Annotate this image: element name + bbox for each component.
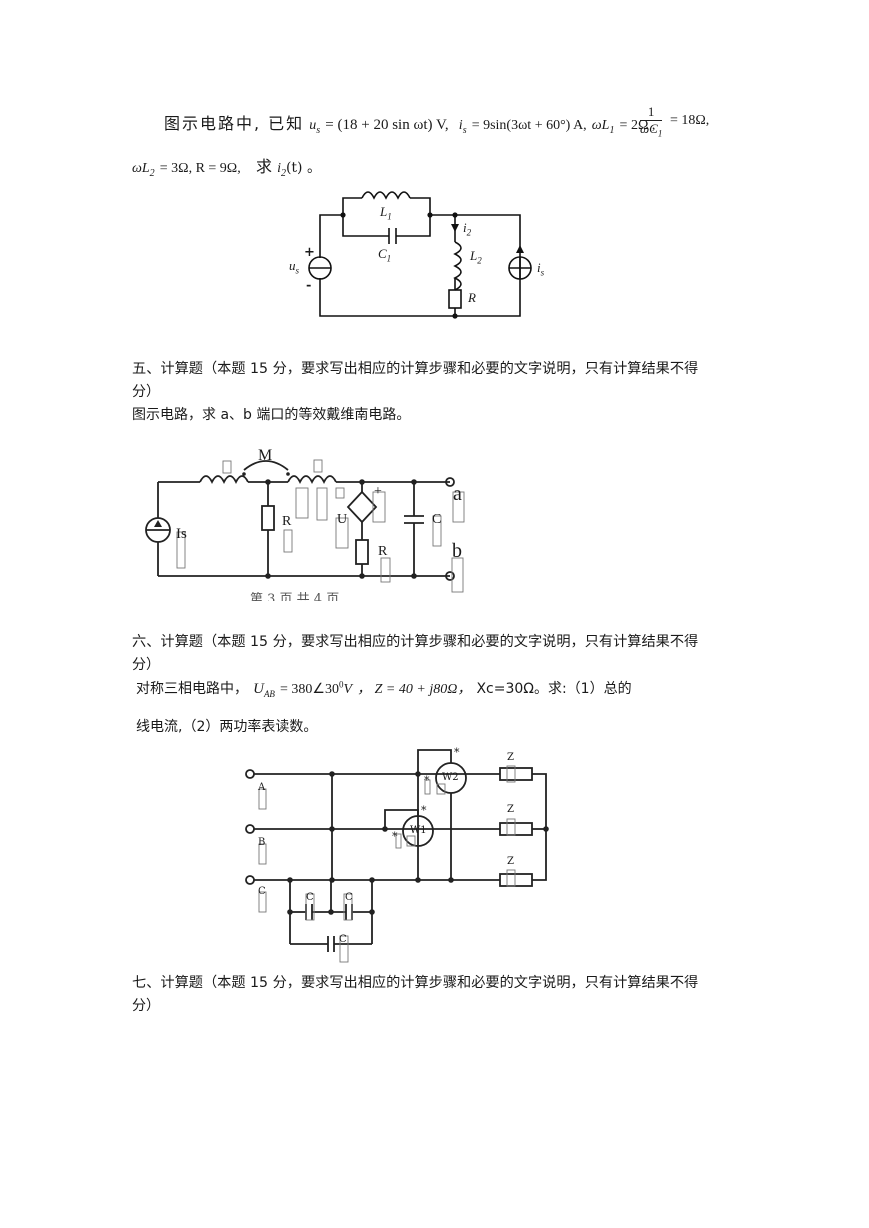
fig6-W2-star: * [454, 746, 460, 759]
fig6-W1-star2: * [392, 830, 398, 843]
fig4-C1-label: C1 [378, 246, 392, 264]
fig5-a-label: a [453, 483, 462, 505]
fig4-L1-label: L1 [380, 204, 392, 222]
problem6-body-a: 对称三相电路中， [136, 681, 248, 697]
fig6-W1-star: * [421, 804, 427, 817]
fig4-is-label: is [537, 260, 545, 278]
problem4-line1: 图示电路中, 已知 us = (18 + 20 sin ωt) V, is = … [164, 110, 655, 136]
fig5-R-right-label: R [378, 544, 388, 559]
problem4-us: us [309, 118, 321, 136]
problem4-wl2: ωL2 [132, 161, 155, 179]
fig4-i2-label: i2 [463, 220, 472, 238]
fig4-R-label: R [468, 290, 476, 305]
fig5-b-label: b [452, 540, 462, 562]
problem4-line2: ωL2 = 3Ω, R = 9Ω, 求 i2(t) 。 [132, 153, 321, 179]
fig5-M-label: M [258, 447, 273, 464]
problem6-heading-cont: 分） [132, 657, 160, 673]
problem4-wl1: ωL1 [591, 118, 615, 136]
fig5-plus: + [374, 484, 382, 499]
fig6-cap-label-1: C [306, 892, 314, 903]
problem7-heading: 七、计算题（本题 15 分，要求写出相应的计算步骤和必要的文字说明，只有计算结果… [132, 975, 699, 991]
fig6-line-B-label: B [258, 837, 266, 848]
fig4-L2-label: L2 [470, 248, 482, 266]
problem6-uab: UAB [253, 681, 275, 699]
problem6-body-line2: 线电流,（2）两功率表读数。 [136, 719, 318, 735]
fig4-plus: + [304, 245, 315, 260]
problem4-intro: 图示电路中, 已知 [164, 114, 305, 133]
problem6-heading: 六、计算题（本题 15 分，要求写出相应的计算步骤和必要的文字说明，只有计算结果… [132, 634, 699, 650]
problem4-ask: 求 [255, 157, 272, 176]
problem4-ask-tail: (t) 。 [285, 160, 321, 176]
problem7-heading-cont: 分） [132, 998, 160, 1014]
problem4-is: is [458, 118, 467, 136]
fig6-line-A-label: A [258, 782, 266, 793]
fig5-R-left-label: R [282, 514, 292, 529]
problem4-us-rhs: = (18 + 20 sin ωt) V, [325, 117, 449, 133]
fig4-us-label: us [289, 258, 300, 276]
fig6-W2-star2: * [424, 774, 430, 787]
problem5-heading-cont: 分） [132, 384, 160, 400]
problem4-frac-rhs: = 18Ω, [670, 113, 710, 128]
problem4-wl1-rhs: = 2Ω , [619, 118, 656, 133]
fig6-Z-label-3: Z [507, 856, 514, 867]
problem4-ask-var: i2 [277, 161, 286, 179]
problem5-body: 图示电路，求 a、b 端口的等效戴维南电路。 [132, 407, 411, 423]
fig6-cap-label-3: C [339, 934, 347, 945]
fig4-minus: - [306, 278, 312, 293]
fig5-caption-cut: 第 3 页 共 4 页 [250, 592, 340, 601]
problem6-xc: Xc=30Ω。求:（1）总的 [476, 681, 632, 697]
fig6-cap-label-2: C [345, 892, 353, 903]
problem6-uab-rhs: = 380∠300V [280, 679, 353, 697]
fig5-C-label: C [432, 512, 442, 527]
fig6-Z-label-2: Z [507, 804, 514, 815]
fig6-line-C-label: C [258, 886, 266, 897]
problem4-is-rhs: = 9sin(3ωt + 60°) A, [471, 118, 587, 133]
fig6-W2-label: W2 [442, 772, 459, 783]
problem4-params: = 3Ω, R = 9Ω, [159, 161, 241, 176]
problem6-z: ， Z = 40 + j80Ω， [357, 682, 472, 697]
fig6-W1-label: W1 [410, 825, 427, 836]
problem6-body-line1: 对称三相电路中， UAB = 380∠300V ， Z = 40 + j80Ω，… [136, 678, 632, 699]
problem4-fraction: 1 ωC1 [640, 104, 663, 139]
fig5-Is-label: Is [176, 526, 187, 542]
fig5-U-label: U [337, 512, 348, 527]
problem5-heading: 五、计算题（本题 15 分，要求写出相应的计算步骤和必要的文字说明，只有计算结果… [132, 361, 699, 377]
fig6-Z-label-1: Z [507, 752, 514, 763]
